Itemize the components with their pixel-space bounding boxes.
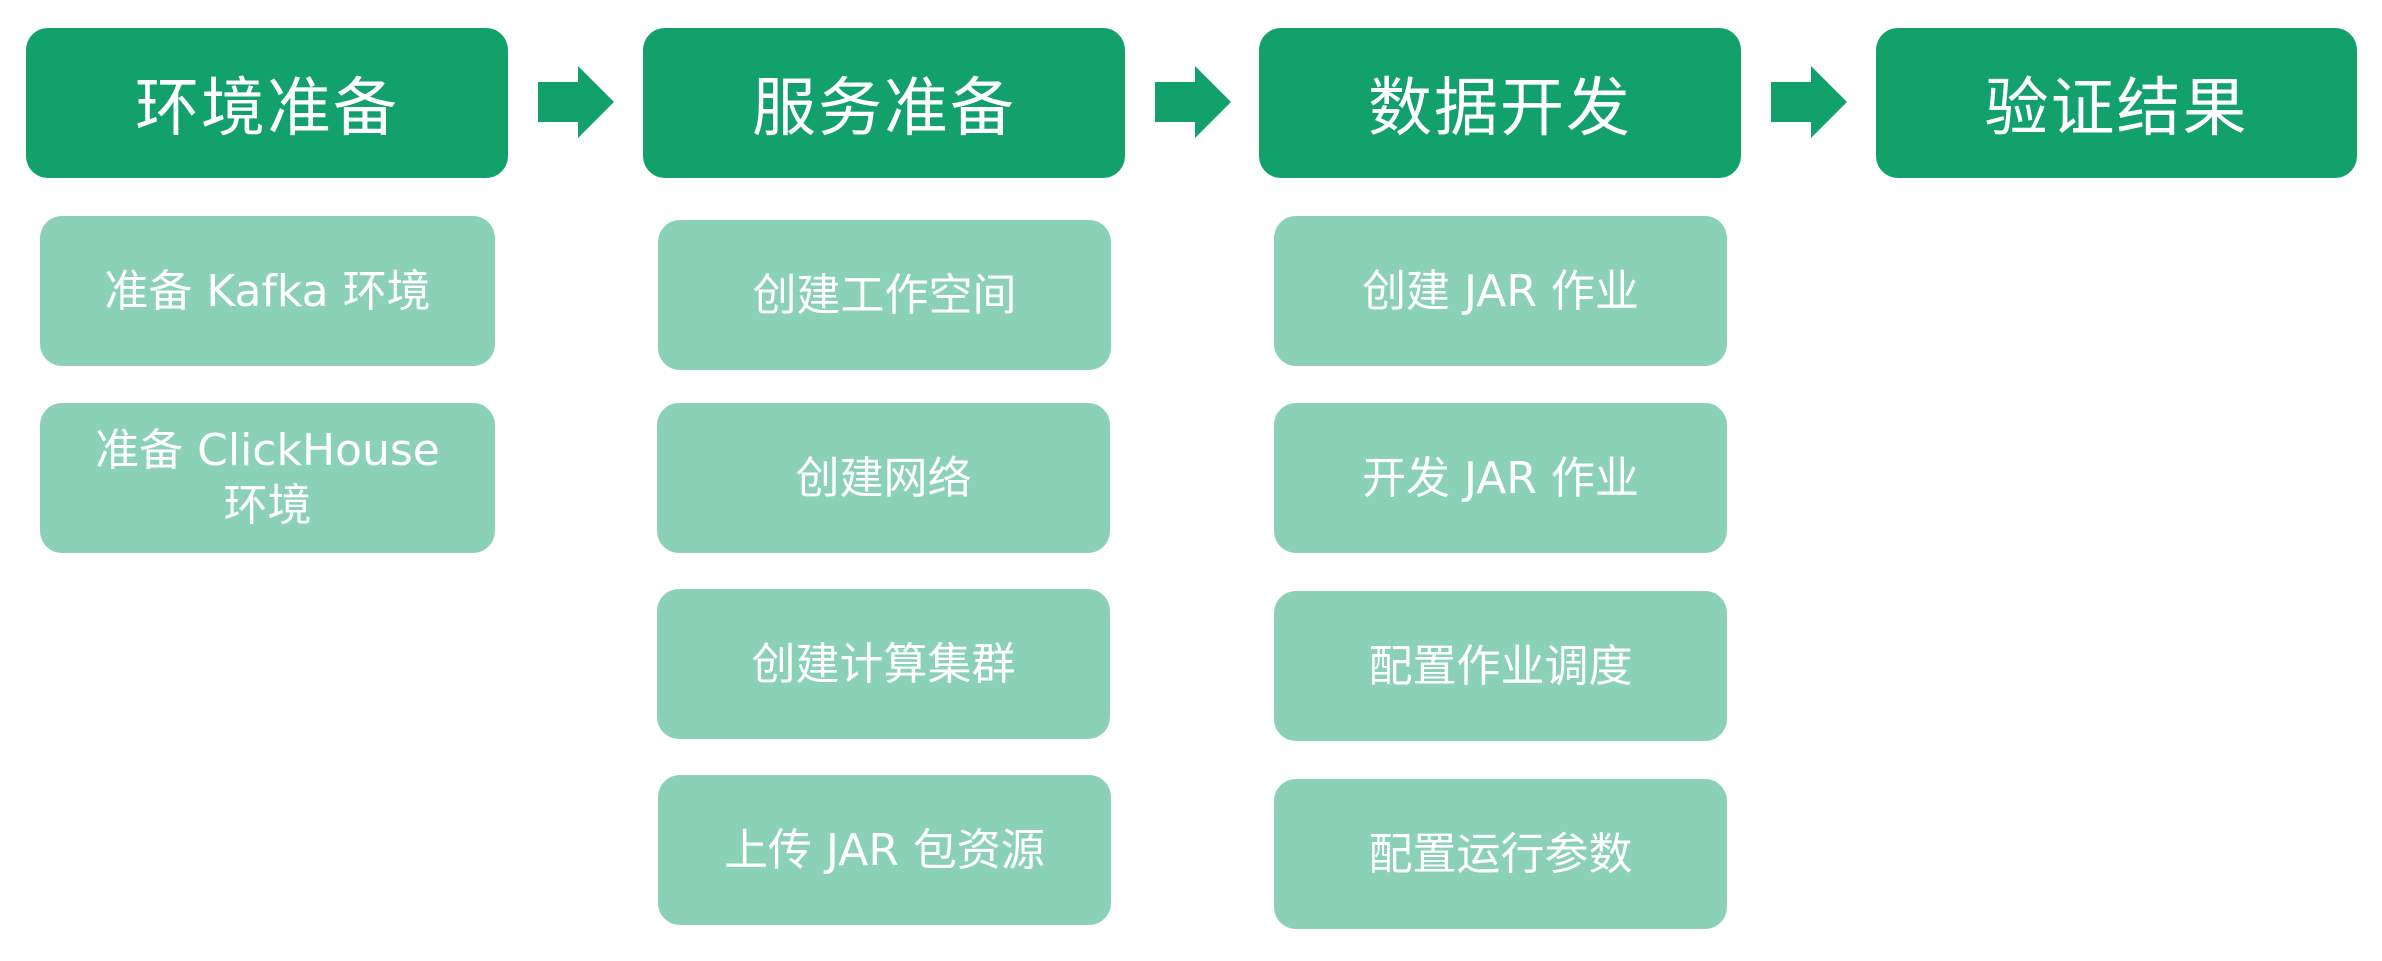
- step-prepare-kafka: 准备 Kafka 环境: [40, 216, 495, 366]
- stage-env-prep: 环境准备: [26, 28, 508, 178]
- stage-service-prep: 服务准备: [643, 28, 1125, 178]
- stage-data-dev: 数据开发: [1259, 28, 1741, 178]
- step-configure-runtime: 配置运行参数: [1274, 779, 1727, 929]
- step-create-workspace: 创建工作空间: [658, 220, 1111, 370]
- step-develop-jar-job: 开发 JAR 作业: [1274, 403, 1727, 553]
- step-create-cluster: 创建计算集群: [657, 589, 1110, 739]
- stage-title: 环境准备: [135, 72, 399, 146]
- stage-title: 验证结果: [1984, 72, 2249, 146]
- step-configure-schedule: 配置作业调度: [1274, 591, 1727, 741]
- arrow-right-icon: [1155, 66, 1231, 138]
- arrow-right-icon: [538, 66, 614, 138]
- arrow-right-icon: [1771, 66, 1847, 138]
- stage-title: 服务准备: [752, 72, 1016, 146]
- step-create-network: 创建网络: [657, 403, 1110, 553]
- stage-title: 数据开发: [1368, 72, 1632, 146]
- step-upload-jar: 上传 JAR 包资源: [658, 775, 1111, 925]
- step-create-jar-job: 创建 JAR 作业: [1274, 216, 1727, 366]
- stage-verify-result: 验证结果: [1876, 28, 2357, 178]
- step-prepare-clickhouse: 准备 ClickHouse 环境: [40, 403, 495, 553]
